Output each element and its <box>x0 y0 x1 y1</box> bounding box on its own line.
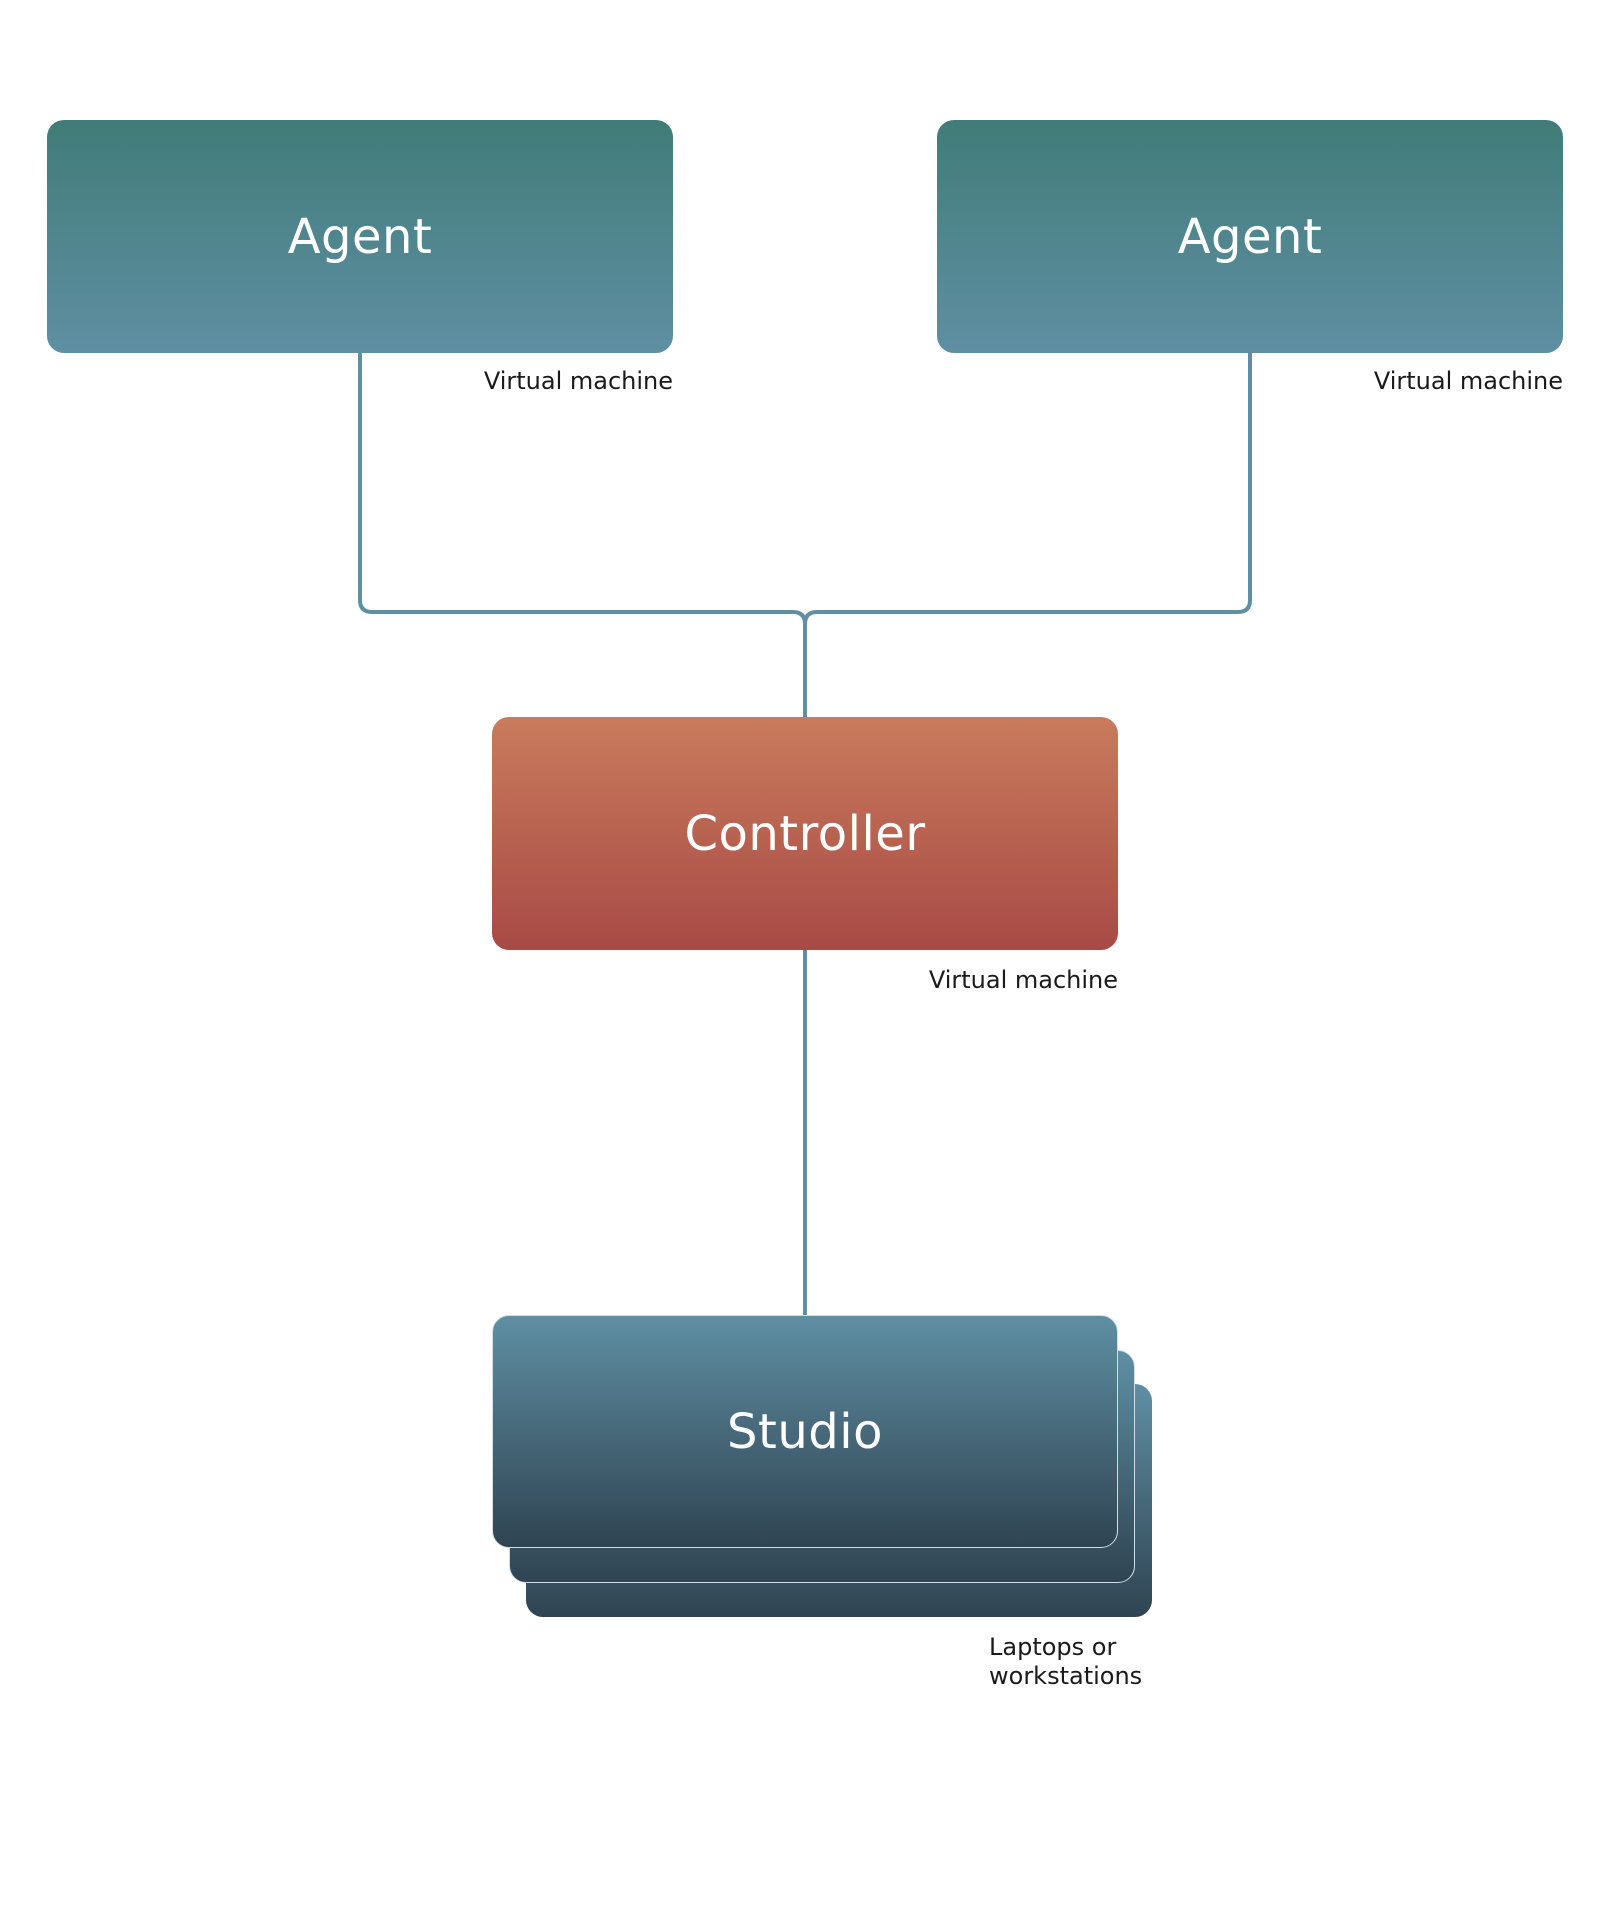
agent-right-to-controller-connector <box>803 353 1252 625</box>
agent-left-to-controller-connector <box>358 353 807 717</box>
agent-node-left-label: Agent <box>287 208 433 265</box>
studio-node[interactable]: Studio <box>492 1315 1118 1548</box>
controller-node-caption: Virtual machine <box>928 966 1118 994</box>
agent-node-right-caption: Virtual machine <box>1373 367 1563 395</box>
studio-node-caption: Laptops or workstations <box>989 1633 1143 1690</box>
studio-node-label: Studio <box>727 1403 883 1460</box>
controller-node[interactable]: Controller <box>492 717 1118 950</box>
agent-node-left[interactable]: Agent <box>47 120 673 353</box>
controller-node-label: Controller <box>684 805 926 862</box>
agent-node-right-label: Agent <box>1177 208 1323 265</box>
agent-node-left-caption: Virtual machine <box>483 367 673 395</box>
agent-node-right[interactable]: Agent <box>937 120 1563 353</box>
